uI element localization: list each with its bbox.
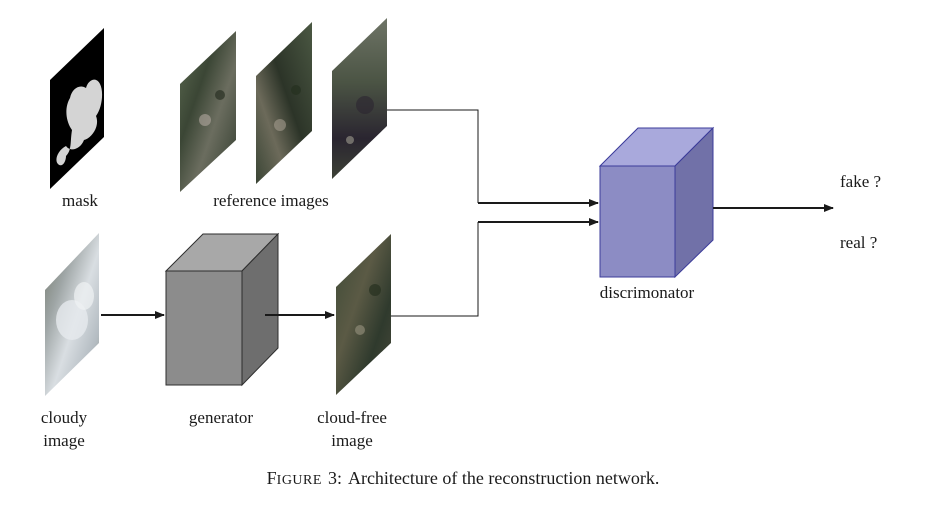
cloudy-label-line2: image: [43, 431, 85, 450]
figure-caption: FIGURE 3: Architecture of the reconstructi…: [267, 468, 660, 488]
caption-number: 3:: [328, 468, 342, 488]
cloud-free-label-line1: cloud-free: [317, 408, 387, 427]
connectors: [101, 109, 834, 319]
caption-figure-initial: F: [267, 468, 277, 488]
cloud-free-label-line2: image: [331, 431, 373, 450]
fake-label: fake ?: [840, 172, 881, 191]
generator-block: [164, 232, 280, 387]
discriminator-block: [598, 126, 715, 279]
reference-image-2: [256, 22, 312, 184]
reference-image-3: [332, 18, 387, 179]
cloud-free-image: [336, 234, 391, 395]
mask-image: [50, 28, 104, 189]
cloudy-label-line1: cloudy: [41, 408, 88, 427]
real-label: real ?: [840, 233, 877, 252]
mask-label: mask: [62, 191, 98, 210]
caption-figure-rest: IGURE: [277, 473, 322, 488]
discriminator-label: discrimonator: [600, 283, 695, 302]
reference-images-label: reference images: [213, 191, 329, 210]
generator-label: generator: [189, 408, 254, 427]
caption-text: Architecture of the reconstruction netwo…: [348, 468, 659, 488]
reference-to-discriminator-line: [387, 109, 479, 203]
reference-image-1: [180, 31, 236, 192]
cloudy-image: [45, 233, 99, 396]
cloudfree-to-discriminator-line: [391, 222, 479, 317]
